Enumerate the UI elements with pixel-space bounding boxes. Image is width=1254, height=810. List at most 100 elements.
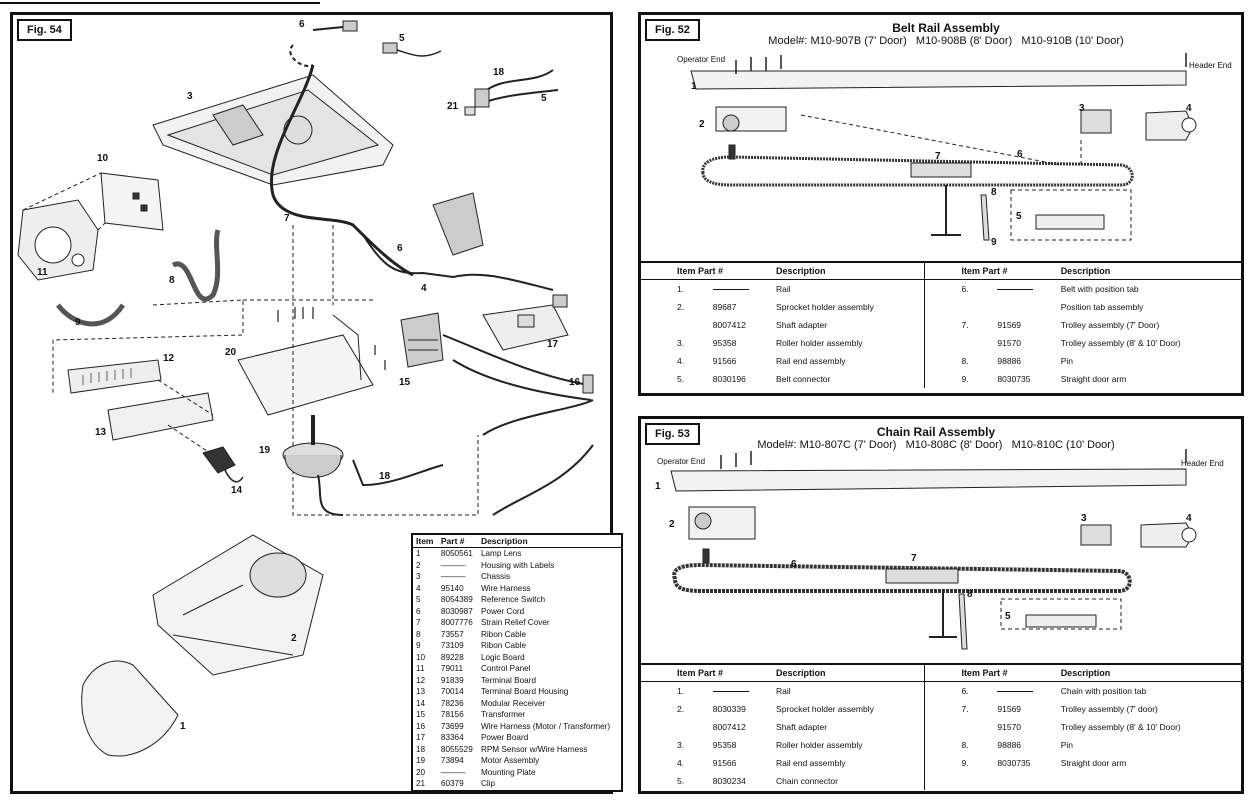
cell-description: Ribon Cable bbox=[480, 641, 526, 650]
fig54-callout-21: 21 bbox=[447, 101, 459, 112]
fig53-callout-6: 6 bbox=[791, 559, 797, 570]
right-cell-description: Straight door arm bbox=[1060, 374, 1127, 384]
fig53-diagram bbox=[670, 449, 1197, 650]
cell-description: Lamp Lens bbox=[480, 549, 522, 558]
left-cell-num: 5. bbox=[677, 374, 685, 384]
cell-part: 73894 bbox=[440, 756, 464, 765]
fig54-callout-11: 11 bbox=[37, 267, 48, 278]
modular-receiver bbox=[202, 446, 236, 474]
cell-part: 91839 bbox=[440, 675, 464, 685]
cell-description: Terminal Board Housing bbox=[480, 687, 569, 696]
table-row: 9 73109 Ribon Cable bbox=[412, 640, 622, 652]
table-row: 3 ——— Chassis bbox=[412, 571, 622, 583]
left-cell-num: 4. bbox=[677, 356, 685, 366]
part-number-placeholder bbox=[997, 691, 1034, 693]
right-cell-description: Pin bbox=[1060, 356, 1073, 366]
fig53-col-desc-left: Description bbox=[772, 664, 925, 682]
fig54-callout-2: 2 bbox=[291, 633, 297, 644]
power-cord bbox=[270, 64, 414, 277]
fig52-callout-3: 3 bbox=[1079, 103, 1085, 114]
left-cell-part: 8007412 bbox=[712, 320, 746, 330]
fig54-callout-17: 17 bbox=[547, 339, 559, 350]
cell-description: Chassis bbox=[480, 572, 511, 581]
left-cell-num: 2. bbox=[677, 302, 685, 312]
left-cell-part: 95358 bbox=[712, 740, 737, 750]
housing bbox=[152, 534, 324, 676]
fig54-callout-6b: 6 bbox=[397, 243, 403, 254]
cell-item: 19 bbox=[416, 756, 426, 765]
fig52-col-desc-right: Description bbox=[1056, 262, 1241, 280]
part-number-placeholder bbox=[712, 289, 749, 291]
fig54-exploded-diagram bbox=[17, 20, 594, 757]
left-cell-description: Rail bbox=[776, 686, 791, 696]
cell-part: 8055529 bbox=[440, 744, 473, 754]
right-cell-part: 91569 bbox=[997, 704, 1022, 714]
cell-part: ——— bbox=[440, 767, 466, 777]
strain-relief bbox=[432, 192, 484, 256]
fig53-panel: Fig. 53 Chain Rail Assembly Model#: M10-… bbox=[638, 416, 1244, 794]
fig53-parts-table: Item Part # Description Item Part # Desc… bbox=[641, 663, 1241, 790]
fig52-callout-4: 4 bbox=[1186, 103, 1192, 114]
col-description: Description bbox=[477, 534, 622, 548]
cell-part: 73109 bbox=[440, 641, 464, 650]
cell-part: 8050561 bbox=[440, 549, 473, 558]
cell-item: 7 bbox=[416, 618, 421, 627]
left-cell-part bbox=[709, 280, 772, 299]
fig52-title: Belt Rail Assembly bbox=[892, 21, 1000, 35]
wire-harness-4 bbox=[362, 234, 554, 291]
chain bbox=[672, 562, 1132, 593]
fig54-callout-7: 7 bbox=[284, 213, 290, 224]
fig52-callout-5: 5 bbox=[1016, 211, 1022, 222]
cell-description: Wire Harness (Motor / Transformer) bbox=[480, 721, 611, 731]
fig52-title-block: Belt Rail Assembly Model#: M10-907B (7' … bbox=[721, 21, 1171, 47]
right-cell-num: 9. bbox=[924, 370, 994, 388]
fig54-callout-20: 20 bbox=[225, 347, 237, 358]
cell-item: 4 bbox=[416, 583, 421, 593]
col-item: Item bbox=[412, 534, 438, 548]
right-cell-num: 8. bbox=[924, 736, 994, 754]
door-arm bbox=[958, 593, 968, 650]
fig52-parts-table: Item Part # Description Item Part # Desc… bbox=[641, 261, 1241, 388]
door-arm bbox=[980, 194, 990, 241]
cell-item: 3 bbox=[416, 572, 421, 581]
cell-description: Power Board bbox=[480, 733, 529, 742]
fig54-callout-5b: 5 bbox=[541, 93, 547, 104]
trolley bbox=[885, 568, 959, 584]
cell-item: 18 bbox=[416, 744, 426, 754]
fig54-callout-5a: 5 bbox=[399, 33, 405, 44]
cell-description: Reference Switch bbox=[480, 595, 546, 604]
left-cell-description: Chain connector bbox=[776, 776, 838, 786]
cell-item: 9 bbox=[416, 641, 421, 650]
motor-harness bbox=[442, 334, 594, 516]
right-cell-part bbox=[993, 280, 1056, 299]
fig52-callout-2: 2 bbox=[699, 119, 705, 130]
fig52-callout-9: 9 bbox=[991, 237, 997, 248]
right-cell-num: 7. bbox=[924, 316, 994, 334]
right-cell-num bbox=[924, 718, 994, 736]
roller-holder bbox=[1080, 109, 1112, 134]
cell-part: 89228 bbox=[440, 652, 464, 662]
cell-part: ——— bbox=[440, 572, 466, 581]
fig54-callout-9: 9 bbox=[75, 317, 81, 328]
cell-item: 1 bbox=[416, 549, 421, 558]
fig52-callout-7: 7 bbox=[935, 151, 941, 162]
left-cell-description: Sprocket holder assembly bbox=[776, 302, 874, 312]
belt bbox=[701, 155, 1134, 187]
left-cell-num: 3. bbox=[677, 740, 685, 750]
cell-item: 17 bbox=[416, 733, 426, 742]
cell-description: Ribon Cable bbox=[480, 629, 526, 639]
cell-item: 13 bbox=[416, 687, 426, 696]
fig53-callout-3: 3 bbox=[1081, 513, 1087, 524]
right-cell-num bbox=[924, 298, 994, 316]
fig53-callout-8: 8 bbox=[967, 589, 973, 600]
